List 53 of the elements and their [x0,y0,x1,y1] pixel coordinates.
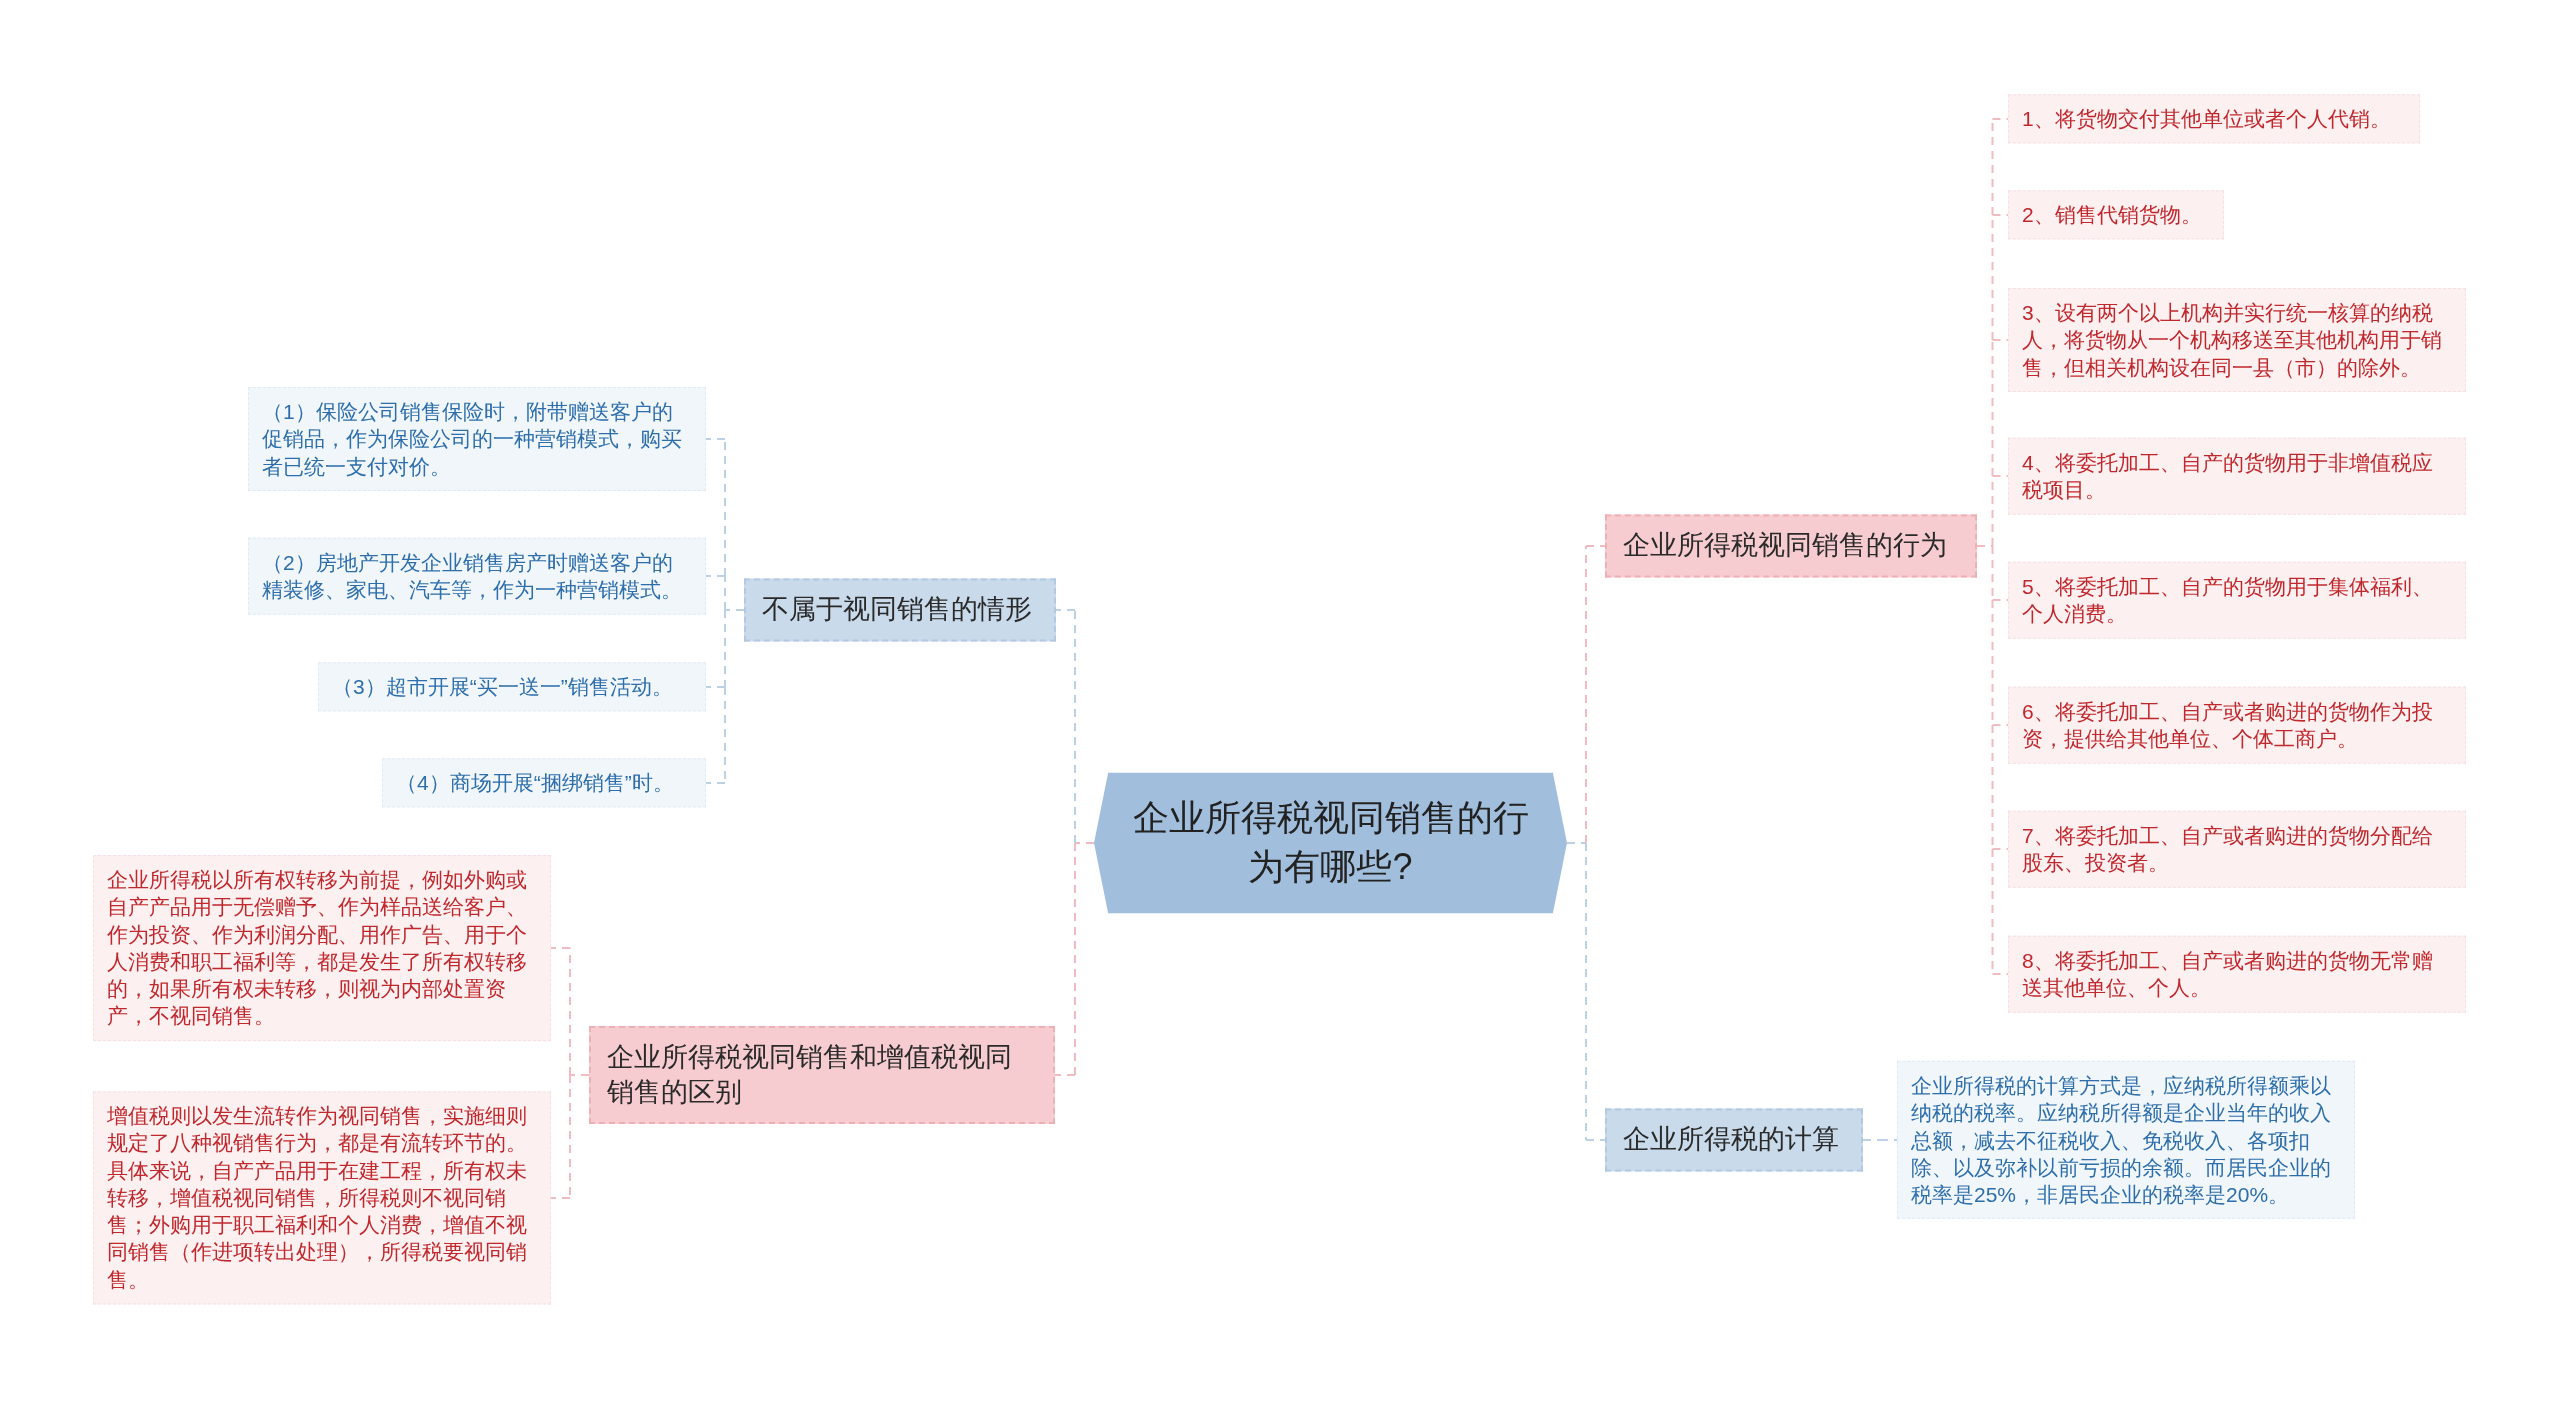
connector-line [550,947,571,949]
connector-line [1991,475,2009,477]
branch-topic: 企业所得税视同销售的行为 [1605,514,1977,578]
connector-line [1074,609,1076,844]
branch-topic: 不属于视同销售的情形 [744,578,1056,642]
connector-line [1074,842,1076,1076]
connector-line [1991,973,2009,975]
connector-line [1991,724,2009,726]
connector-line [705,782,726,784]
connector-line [705,438,726,440]
connector-line [569,947,571,1076]
connector-line [705,575,726,577]
connector-line [1879,1139,1898,1141]
connector-line [1585,1139,1606,1141]
note-card: 8、将委托加工、自产或者购进的货物无常赠送其他单位、个人。 [2008,935,2466,1013]
note-card: 5、将委托加工、自产的货物用于集体福利、个人消费。 [2008,561,2466,639]
connector-line [550,1197,571,1199]
connector-line [1991,848,2009,850]
connector-line [1991,214,2009,216]
connector-line [724,609,726,688]
note-card: 企业所得税的计算方式是，应纳税所得额乘以纳税的税率。应纳税所得额是企业当年的收入总额，减去不征税收入、免税收入、各项扣除、以及弥补以前亏损的余额。而居民企业的税率是25%，非居民企业的税率是20%。 [1897,1060,2355,1220]
connector-line [1585,842,1587,1141]
connector-line [1991,599,2009,601]
connector-line [1074,842,1095,844]
note-card: 7、将委托加工、自产或者购进的货物分配给股东、投资者。 [2008,810,2466,888]
connector-line [1054,1074,1076,1076]
note-card: （1）保险公司销售保险时，附带赠送客户的促销品，作为保险公司的一种营销模式，购买者已统一支付对价。 [248,387,706,491]
branch-topic: 企业所得税的计算 [1605,1108,1863,1172]
connector-line [1585,545,1606,547]
note-card: （2）房地产开发企业销售房产时赠送客户的精装修、家电、汽车等，作为一种营销模式。 [248,537,706,615]
note-card: 3、设有两个以上机构并实行统一核算的纳税人，将货物从一个机构移送至其他机构用于销售，但相关机构设在同一县（市）的除外。 [2008,288,2466,392]
note-card: 增值税则以发生流转作为视同销售，实施细则规定了八种视销售行为，都是有流转环节的。具体来说，自产产品用于在建工程，所有权未转移，增值税视同销售，所得税则不视同销售；外购用于职工福利和个人消费，增值不视同销售（作进项转出处理），所得税要视同销售。 [93,1091,551,1305]
note-card: （3）超市开展“买一送一”销售活动。 [318,662,706,712]
connector-line [724,609,745,611]
connector-line [705,686,726,688]
connector-line [1566,842,1587,844]
note-card: （4）商场开展“捆绑销售”时。 [382,758,706,808]
note-card: 6、将委托加工、自产或者购进的货物作为投资，提供给其他单位、个体工商户。 [2008,686,2466,764]
central-topic: 企业所得税视同销售的行为有哪些? [1094,772,1567,914]
connector-line [1991,339,2009,341]
note-card: 1、将货物交付其他单位或者个人代销。 [2008,94,2420,144]
note-card: 4、将委托加工、自产的货物用于非增值税应税项目。 [2008,437,2466,515]
connector-line [569,1074,590,1076]
connector-line [1862,1139,1881,1141]
connector-line [1991,118,2009,120]
note-card: 2、销售代销货物。 [2008,190,2224,240]
connector-line [1991,339,1994,477]
branch-topic: 企业所得税视同销售和增值税视同销售的区别 [589,1025,1055,1125]
connector-line [1055,609,1076,611]
connector-line [1976,545,1994,547]
connector-line [1585,545,1587,844]
connector-line [724,575,726,611]
note-card: 企业所得税以所有权转移为前提，例如外购或自产产品用于无偿赠予、作为样品送给客户、作为投资、作为利润分配、用作广告、用于个人消费和职工福利等，都是发生了所有权转移的，如果所有权未转移，则视为内部处置资产，不视同销售。 [93,855,551,1041]
